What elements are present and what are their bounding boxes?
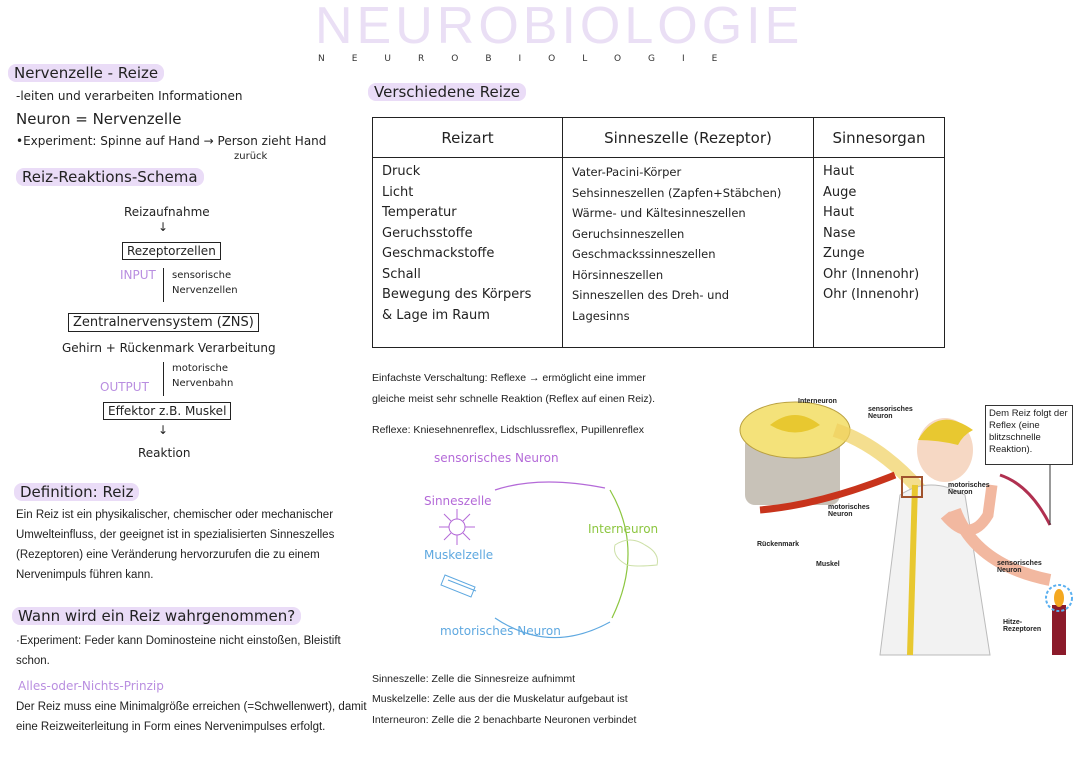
cell: Vater-Pacini-Körper <box>572 165 682 179</box>
reize-table: Reizart Sinneszelle (Rezeptor) Sinnesorg… <box>372 117 945 348</box>
muskelzelle-icon <box>440 574 477 598</box>
label-muskel: Muskel <box>816 561 840 568</box>
cell: Haut <box>823 164 855 179</box>
cell: Wärme- und Kältesinneszellen <box>572 206 746 220</box>
input-label: INPUT <box>120 268 156 282</box>
sensory-arrow <box>494 481 606 491</box>
heading-wann: Wann wird ein Reiz wahrgenommen? <box>12 607 302 625</box>
heading-prinzip: Alles-oder-Nichts-Prinzip <box>18 679 164 693</box>
interneuron-icon <box>614 539 658 567</box>
cell: & Lage im Raum <box>382 307 490 323</box>
title-spaced: NEUROBIOLOGIE <box>318 54 745 64</box>
wann-text: ·Experiment: Feder kann Dominosteine nic… <box>16 635 341 667</box>
definition-line: Interneuron: Zelle die 2 benachbarte Neu… <box>372 714 637 726</box>
person-image <box>879 418 1052 656</box>
definition-line: Muskelzelle: Zelle aus der die Muskelatu… <box>372 693 628 705</box>
callout-box: Dem Reiz folgt der Reflex (eine blitzsch… <box>985 405 1073 465</box>
arrow-line <box>163 268 164 302</box>
label-muskelzelle: Muskelzelle <box>424 548 494 562</box>
schema-note: Nervenbahn <box>172 378 234 389</box>
arrow-down-icon: ↓ <box>158 423 169 437</box>
label-motorisches-neuron: motorisches Neuron <box>828 504 870 518</box>
prinzip-text: Der Reiz muss eine Minimalgröße erreiche… <box>16 701 367 733</box>
heading-schema: Reiz-Reaktions-Schema <box>16 168 204 186</box>
label-interneuron: Interneuron <box>588 522 659 536</box>
definition-line: Sinneszelle: Zelle die Sinnesreize aufni… <box>372 673 576 685</box>
cell: Bewegung des Körpers <box>382 287 532 302</box>
schema-step: Rezeptorzellen <box>122 242 221 260</box>
schema-step: Gehirn + Rückenmark Verarbeitung <box>62 341 276 355</box>
candle-icon <box>1045 584 1073 655</box>
sinneszelle-icon <box>439 509 475 545</box>
schema-step: Effektor z.B. Muskel <box>103 402 232 420</box>
schema-step: Reaktion <box>138 446 191 460</box>
cell: Schall <box>382 266 421 282</box>
schema-note: Nervenzellen <box>172 285 238 296</box>
cell: Hörsinneszellen <box>572 267 664 282</box>
label-motorisches-neuron: motorisches Neuron <box>440 624 561 638</box>
schema-note: sensorische <box>172 270 232 281</box>
schema-note: motorische <box>172 363 228 374</box>
cell: Geschmackssinneszellen <box>572 247 716 261</box>
table-header: Sinnesorgan <box>813 117 945 158</box>
interneuron-arrow <box>609 489 629 619</box>
cell: Auge <box>823 184 857 200</box>
cell: Sinneszellen des Dreh- und <box>572 288 730 302</box>
label-sensorisches-neuron: sensorisches Neuron <box>434 451 559 465</box>
text-line: Neuron = Nervenzelle <box>16 110 182 128</box>
label-hitze-rezeptoren: Hitze-Rezeptoren <box>1003 619 1042 633</box>
label-sensorisches-neuron: sensorisches Neuron <box>997 560 1042 574</box>
schema-step: Zentralnervensystem (ZNS) <box>68 313 259 332</box>
cell: Sehsinneszellen (Zapfen+Stäbchen) <box>572 185 782 200</box>
text-line: •Experiment: Spinne auf Hand → Person zi… <box>16 134 327 148</box>
cell: Licht <box>382 184 414 200</box>
cell: Zunge <box>823 246 865 261</box>
reflex-text: gleiche meist sehr schnelle Reaktion (Re… <box>372 393 656 405</box>
cell: Geruchsstoffe <box>382 225 473 241</box>
table-header: Reizart <box>372 117 563 158</box>
reflex-illustration <box>739 401 1073 656</box>
label-sensorisches-neuron: sensorisches Neuron <box>868 406 913 420</box>
cell: Lagesinns <box>572 308 630 323</box>
text-line: zurück <box>234 151 268 162</box>
cell: Druck <box>382 164 421 179</box>
arrow-down-icon: ↓ <box>158 220 169 234</box>
reflex-text: Einfachste Verschaltung: Reflexe → ermög… <box>372 372 646 384</box>
motor-arrow <box>494 617 611 639</box>
label-rueckenmark: Rückenmark <box>757 541 800 548</box>
cell: Geruchsinneszellen <box>572 226 685 241</box>
cell: Ohr (Innenohr) <box>823 287 920 302</box>
schema-step: Reizaufnahme <box>124 205 210 219</box>
label-sinneszelle: Sinneszelle <box>424 494 492 508</box>
cell: Haut <box>823 205 855 220</box>
arrow-line <box>163 362 164 396</box>
cell: Ohr (Innenohr) <box>823 266 920 282</box>
reflex-text: Reflexe: Kniesehnenreflex, Lidschlussref… <box>372 424 644 436</box>
label-motorisches-neuron: motorisches Neuron <box>948 482 990 496</box>
page-title: NEUROBIOLOGIE <box>315 0 804 55</box>
output-label: OUTPUT <box>100 380 149 394</box>
cell: Temperatur <box>382 205 457 220</box>
heading-definition: Definition: Reiz <box>14 483 140 501</box>
cell: Nase <box>823 225 856 241</box>
reflex-arrow <box>759 471 897 514</box>
cell: Geschmackstoffe <box>382 246 495 261</box>
heading-nervenzelle: Nervenzelle - Reize <box>8 64 165 82</box>
reflex-cycle-diagram <box>439 481 658 639</box>
heading-reize: Verschiedene Reize <box>368 83 526 101</box>
definition-text: Ein Reiz ist ein physikalischer, chemisc… <box>16 509 335 581</box>
text-line: -leiten und verarbeiten Informationen <box>16 89 243 103</box>
spinal-cord-image <box>739 401 926 505</box>
withdraw-arrow <box>999 473 1052 526</box>
label-interneuron: Interneuron <box>798 398 837 405</box>
table-header: Sinneszelle (Rezeptor) <box>562 117 814 158</box>
